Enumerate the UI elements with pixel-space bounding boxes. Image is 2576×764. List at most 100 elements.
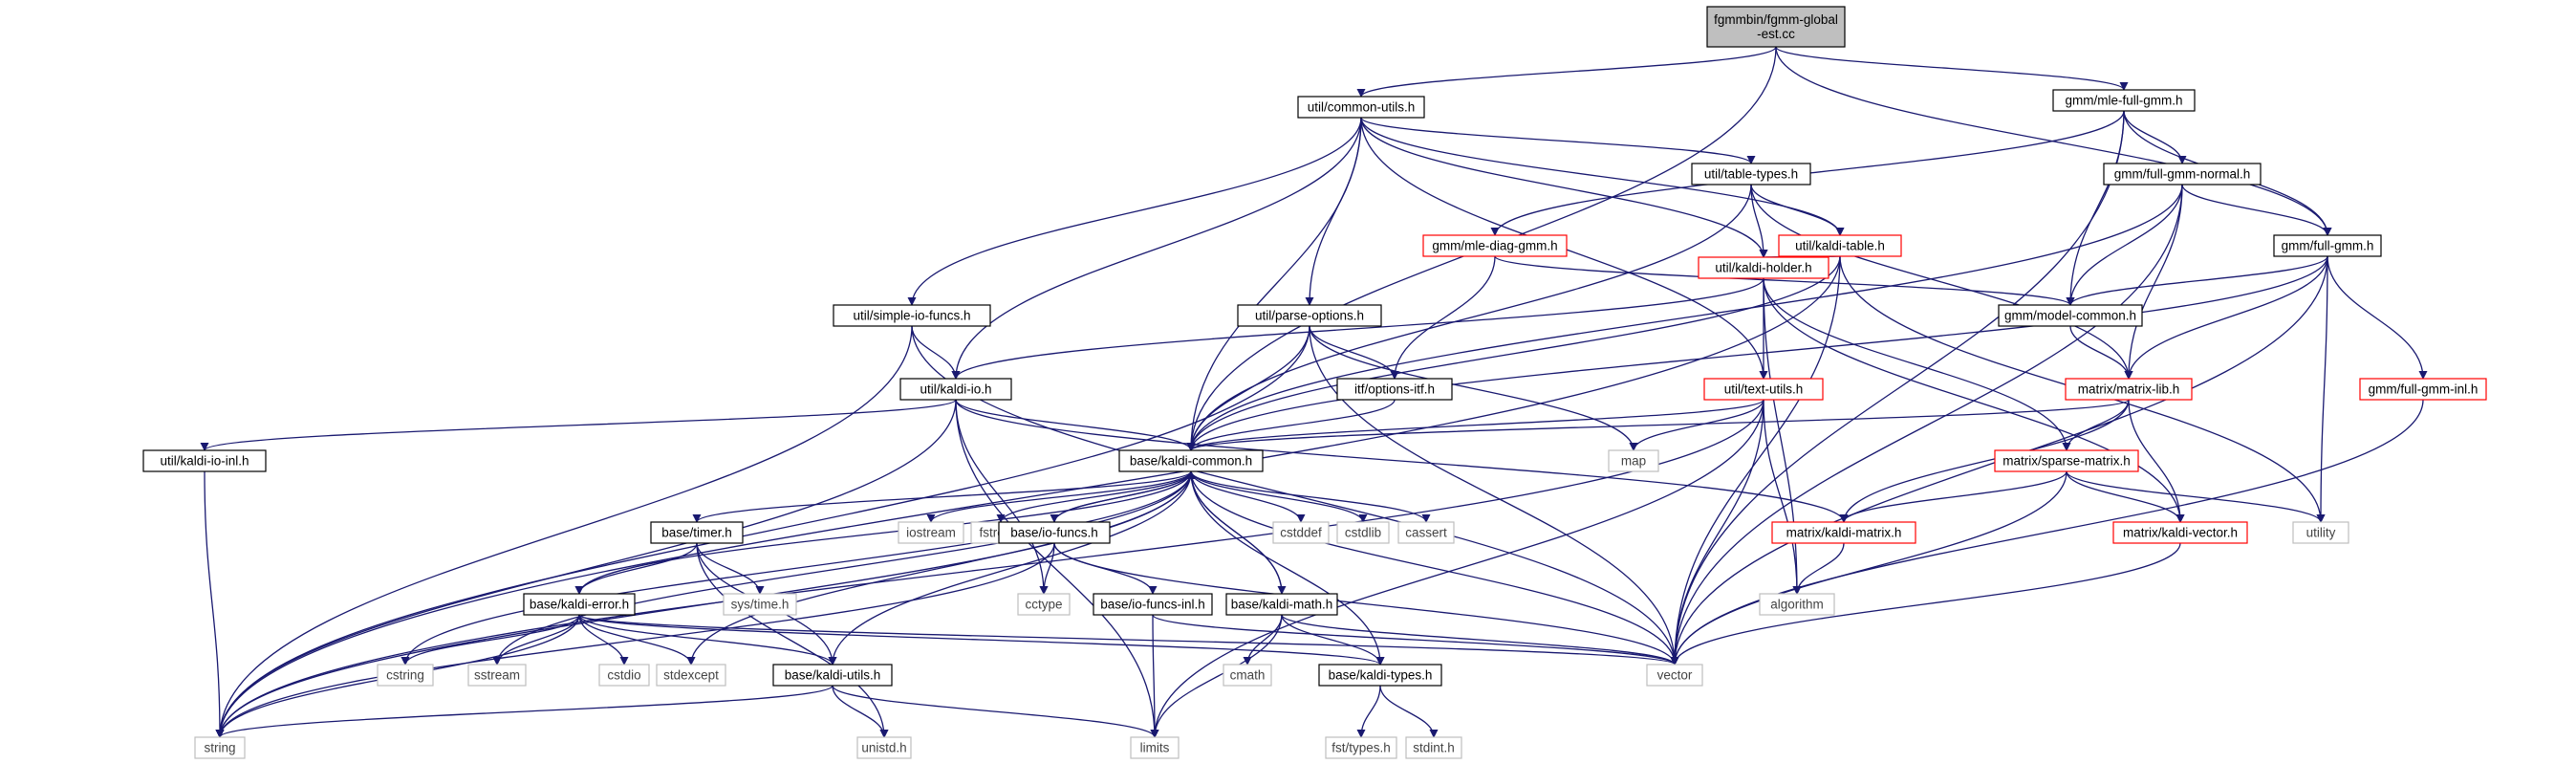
edge-kaldi_common-to-cstdlib bbox=[1190, 470, 1368, 523]
node-label: util/text-utils.h bbox=[1724, 382, 1804, 397]
node-box bbox=[899, 378, 1012, 401]
edge-kaldi_holder-to-sparse_matrix bbox=[1763, 277, 2071, 451]
edge-kaldi_io-to-kaldi_matrix bbox=[955, 399, 1849, 523]
edge-text_utils-to-limits bbox=[1150, 399, 1764, 738]
node-box bbox=[1994, 449, 2139, 472]
edge-kaldi_types-to-fst_types bbox=[1356, 685, 1381, 738]
node-limits: limits bbox=[1130, 736, 1180, 759]
node-label: stdint.h bbox=[1413, 741, 1455, 755]
node-box bbox=[1017, 593, 1071, 616]
node-matrix-lib[interactable]: matrix/matrix-lib.h bbox=[2065, 378, 2193, 401]
node-label: utility bbox=[2306, 526, 2336, 540]
node-label: matrix/matrix-lib.h bbox=[2078, 382, 2180, 397]
edge-parse_options-to-map bbox=[1309, 325, 1638, 451]
node-kaldi-error[interactable]: base/kaldi-error.h bbox=[523, 593, 636, 616]
node-label: -est.cc bbox=[1757, 27, 1795, 41]
edge-kaldi_error-to-kaldi_utils bbox=[578, 614, 837, 666]
node-kaldi-holder[interactable]: util/kaldi-holder.h bbox=[1698, 256, 1829, 279]
node-full-gmm-normal[interactable]: gmm/full-gmm-normal.h bbox=[2103, 163, 2262, 186]
edge-kaldi_common-to-vector bbox=[1190, 470, 1679, 666]
edge-sparse_matrix-to-vector bbox=[1670, 470, 2067, 666]
node-label: itf/options-itf.h bbox=[1354, 382, 1435, 397]
node-box bbox=[1325, 736, 1397, 759]
node-label: cassert bbox=[1405, 526, 1447, 540]
node-label: base/kaldi-types.h bbox=[1329, 668, 1433, 683]
node-kaldi-common[interactable]: base/kaldi-common.h bbox=[1118, 449, 1264, 472]
node-kaldi-vector[interactable]: matrix/kaldi-vector.h bbox=[2112, 521, 2248, 544]
edge-kaldi_common-to-fstream bbox=[996, 470, 1192, 523]
node-box bbox=[2112, 521, 2248, 544]
edge-kaldi_table-to-vector bbox=[1670, 255, 1841, 666]
node-kaldi-matrix[interactable]: matrix/kaldi-matrix.h bbox=[1771, 521, 1916, 544]
node-label: base/io-funcs-inl.h bbox=[1100, 598, 1205, 612]
node-simple-io[interactable]: util/simple-io-funcs.h bbox=[833, 304, 991, 327]
node-common-utils[interactable]: util/common-utils.h bbox=[1297, 96, 1425, 119]
node-text-utils[interactable]: util/text-utils.h bbox=[1703, 378, 1824, 401]
node-parse-options[interactable]: util/parse-options.h bbox=[1237, 304, 1382, 327]
node-utility: utility bbox=[2292, 521, 2349, 544]
node-sys-time: sys/time.h bbox=[723, 593, 797, 616]
node-label: cctype bbox=[1025, 598, 1062, 612]
edge-io_funcs-to-vector bbox=[1053, 542, 1679, 666]
node-cstddef: cstddef bbox=[1272, 521, 1330, 544]
node-mle-full-gmm[interactable]: gmm/mle-full-gmm.h bbox=[2052, 89, 2196, 112]
node-box bbox=[142, 449, 267, 472]
node-label: util/simple-io-funcs.h bbox=[853, 309, 970, 323]
node-cstdio: cstdio bbox=[598, 664, 650, 687]
node-sparse-matrix[interactable]: matrix/sparse-matrix.h bbox=[1994, 449, 2139, 472]
edge-text_utils-to-algorithm bbox=[1763, 399, 1802, 595]
node-mle-diag-gmm[interactable]: gmm/mle-diag-gmm.h bbox=[1422, 234, 1568, 257]
node-full-gmm-inl[interactable]: gmm/full-gmm-inl.h bbox=[2359, 378, 2487, 401]
node-table-types[interactable]: util/table-types.h bbox=[1691, 163, 1811, 186]
edge-timer-to-kaldi_error bbox=[574, 542, 698, 595]
node-sstream: sstream bbox=[467, 664, 527, 687]
edge-full_gmm_normal-to-vector bbox=[1670, 184, 2183, 666]
node-io-funcs-inl[interactable]: base/io-funcs-inl.h bbox=[1093, 593, 1213, 616]
edge-sparse_matrix-to-utility bbox=[2066, 470, 2326, 523]
node-options-itf[interactable]: itf/options-itf.h bbox=[1336, 378, 1453, 401]
node-box bbox=[1706, 6, 1846, 48]
edge-text_utils-to-vector bbox=[1670, 399, 1764, 666]
edge-kaldi_math-to-kaldi_common bbox=[1186, 470, 1283, 595]
node-label: sstream bbox=[474, 668, 520, 683]
node-kaldi-types[interactable]: base/kaldi-types.h bbox=[1318, 664, 1442, 687]
node-box bbox=[898, 521, 964, 544]
node-label: fgmmbin/fgmm-global bbox=[1714, 12, 1838, 27]
edge-full_gmm-to-utility bbox=[2316, 255, 2328, 523]
node-full-gmm[interactable]: gmm/full-gmm.h bbox=[2273, 234, 2382, 257]
node-model-common[interactable]: gmm/model-common.h bbox=[1998, 304, 2143, 327]
node-root[interactable]: fgmmbin/fgmm-global-est.cc bbox=[1706, 6, 1846, 48]
node-kaldi-io[interactable]: util/kaldi-io.h bbox=[899, 378, 1012, 401]
node-kaldi-table[interactable]: util/kaldi-table.h bbox=[1778, 234, 1902, 257]
node-label: string bbox=[204, 741, 235, 755]
node-box bbox=[772, 664, 893, 687]
edge-text_utils-to-map bbox=[1629, 399, 1764, 451]
edge-table_types-to-kaldi_table bbox=[1750, 184, 1845, 236]
edge-kaldi_vector-to-vector bbox=[1670, 542, 2181, 666]
edge-kaldi_io-to-limits bbox=[955, 399, 1159, 738]
edge-kaldi_utils-to-string bbox=[215, 685, 833, 738]
node-kaldi-math[interactable]: base/kaldi-math.h bbox=[1225, 593, 1338, 616]
node-label: util/table-types.h bbox=[1704, 167, 1798, 182]
node-label: stdexcept bbox=[663, 668, 719, 683]
edge-io_funcs_inl-to-vector bbox=[1152, 614, 1679, 666]
node-box bbox=[1118, 449, 1264, 472]
node-vector: vector bbox=[1646, 664, 1703, 687]
node-kaldi-io-inl[interactable]: util/kaldi-io-inl.h bbox=[142, 449, 267, 472]
edge-matrix_lib-to-kaldi_vector bbox=[2128, 399, 2185, 523]
edge-kaldi_io-to-kaldi_io_inl bbox=[200, 399, 957, 451]
node-label: gmm/full-gmm-normal.h bbox=[2114, 167, 2251, 182]
dependency-edges bbox=[200, 46, 2428, 738]
edge-table_types-to-kaldi_holder bbox=[1750, 184, 1768, 258]
edge-parse_options-to-kaldi_common bbox=[1186, 325, 1310, 451]
node-box bbox=[1691, 163, 1811, 186]
edge-kaldi_math-to-vector bbox=[1281, 614, 1679, 666]
node-stdint: stdint.h bbox=[1405, 736, 1462, 759]
edge-kaldi_error-to-stdexcept bbox=[578, 614, 696, 666]
edge-sparse_matrix-to-kaldi_vector bbox=[2066, 470, 2185, 523]
node-kaldi-utils[interactable]: base/kaldi-utils.h bbox=[772, 664, 893, 687]
edge-kaldi_error-to-sstream bbox=[492, 614, 580, 666]
node-io-funcs[interactable]: base/io-funcs.h bbox=[998, 521, 1111, 544]
node-timer[interactable]: base/timer.h bbox=[650, 521, 744, 544]
node-box bbox=[598, 664, 650, 687]
